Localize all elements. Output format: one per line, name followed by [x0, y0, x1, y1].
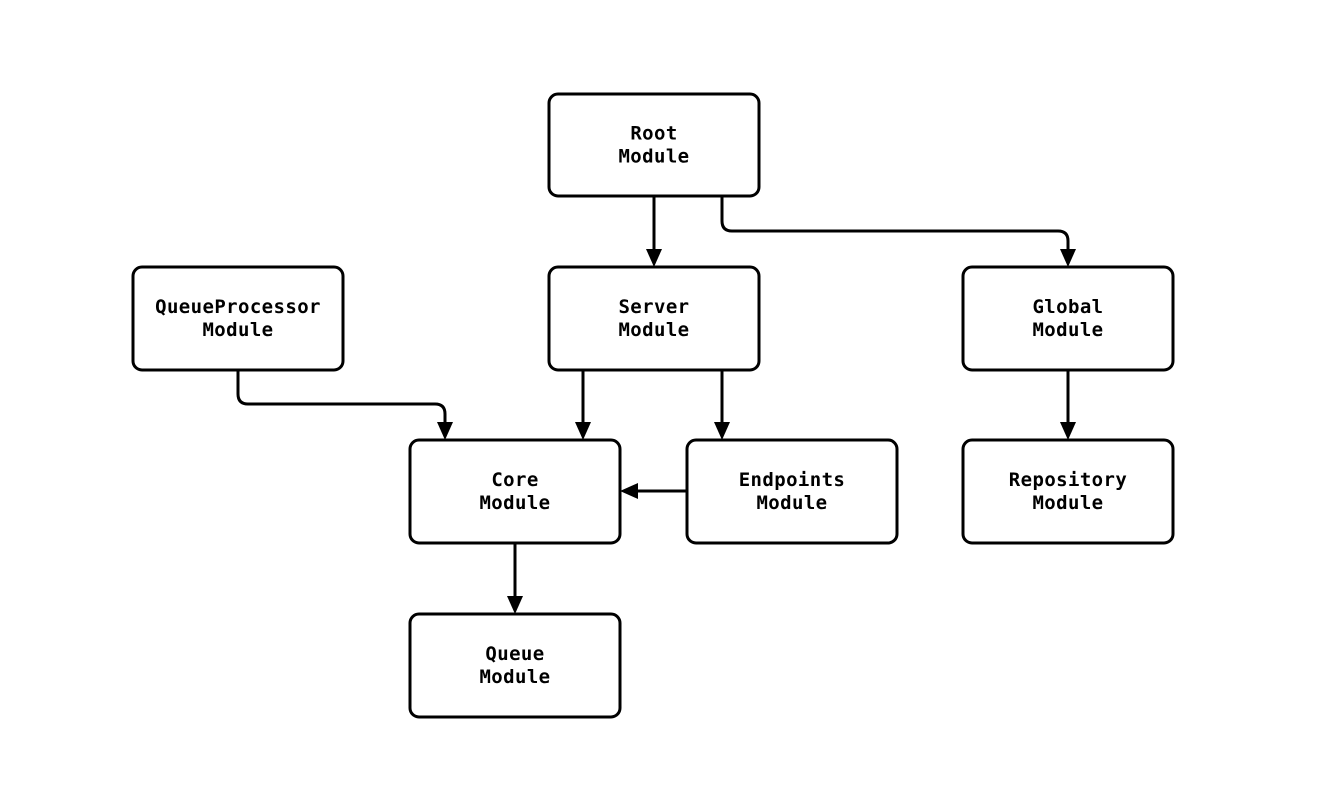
node-box-queueprocessor[interactable]: [131, 265, 345, 372]
node-label-primary-root: Root: [630, 123, 677, 145]
node-box-global[interactable]: [961, 265, 1175, 372]
node-box-queue[interactable]: [408, 612, 622, 719]
arrowhead-icon: [575, 422, 591, 440]
node-label-primary-global: Global: [1032, 296, 1103, 318]
node-box-root[interactable]: [547, 92, 761, 198]
node-label-secondary-global: Module: [1032, 319, 1103, 341]
edge-server-to-endpoints: [714, 370, 730, 440]
node-label-secondary-queue: Module: [479, 666, 550, 688]
nodes-layer: RootModuleQueueProcessorModuleServerModu…: [131, 92, 1175, 719]
node-box-repository[interactable]: [961, 438, 1175, 545]
node-label-secondary-server: Module: [618, 319, 689, 341]
edge-queueprocessor-to-core: [236, 370, 453, 440]
arrowhead-icon: [714, 422, 730, 440]
node-label-primary-queueprocessor: QueueProcessor: [155, 296, 321, 318]
edge-root-to-global: [720, 196, 1076, 267]
arrowhead-icon: [507, 596, 523, 614]
node-label-secondary-root: Module: [618, 146, 689, 168]
arrowhead-icon: [646, 249, 662, 267]
node-box-core[interactable]: [408, 438, 622, 545]
node-label-secondary-endpoints: Module: [756, 492, 827, 514]
edge-endpoints-to-core: [620, 483, 687, 499]
node-label-secondary-queueprocessor: Module: [202, 319, 273, 341]
node-label-secondary-core: Module: [479, 492, 550, 514]
node-box-endpoints[interactable]: [685, 438, 899, 545]
edges-layer: [236, 196, 1076, 614]
arrowhead-icon: [1060, 422, 1076, 440]
edge-core-to-queue: [507, 543, 523, 614]
edge-line: [236, 370, 447, 426]
node-label-primary-server: Server: [618, 296, 689, 318]
node-label-primary-core: Core: [491, 469, 538, 491]
node-label-primary-queue: Queue: [485, 643, 544, 665]
arrowhead-icon: [1060, 249, 1076, 267]
edge-global-to-repository: [1060, 370, 1076, 440]
node-label-secondary-repository: Module: [1032, 492, 1103, 514]
node-box-server[interactable]: [547, 265, 761, 372]
node-label-primary-endpoints: Endpoints: [739, 469, 846, 491]
edge-line: [720, 196, 1070, 253]
arrowhead-icon: [620, 483, 638, 499]
edge-server-to-core: [575, 370, 591, 440]
edge-root-to-server: [646, 196, 662, 267]
node-label-primary-repository: Repository: [1009, 469, 1127, 491]
arrowhead-icon: [437, 422, 453, 440]
